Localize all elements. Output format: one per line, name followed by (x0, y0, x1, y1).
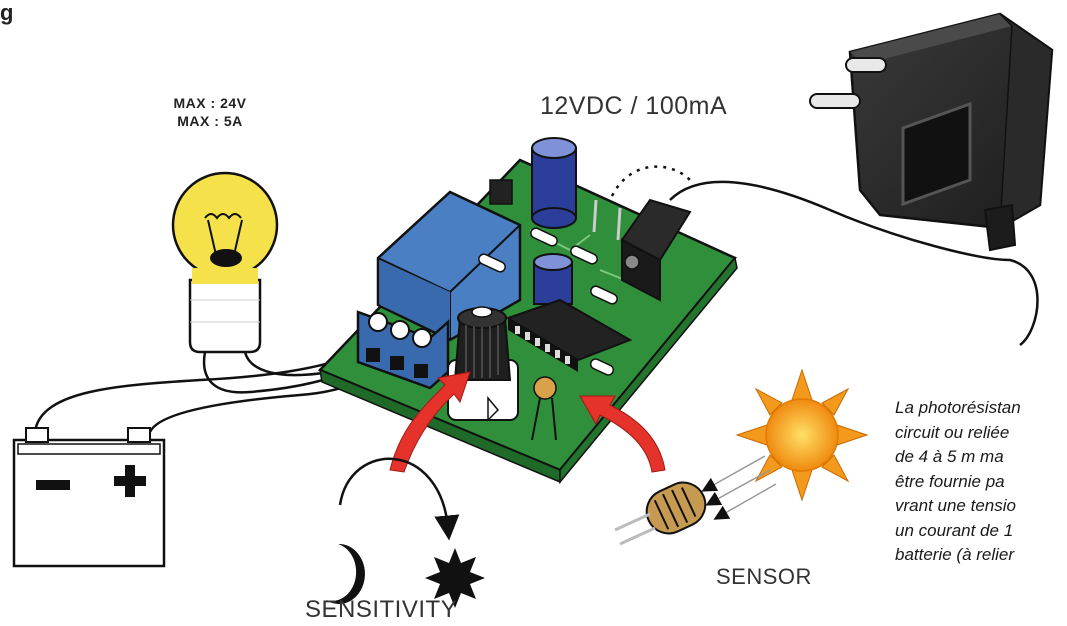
caption-text: La photorésistan circuit ou reliée de 4 … (895, 396, 1067, 568)
battery (14, 428, 164, 566)
lamp-spec-label: MAX : 24V MAX : 5A (155, 94, 265, 130)
caption-line: être fournie pa (895, 470, 1067, 495)
moon-icon (326, 544, 365, 604)
minus-sign-icon (36, 480, 70, 490)
lamp-max-current: MAX : 5A (155, 112, 265, 130)
corner-fragment-text: g (0, 0, 13, 26)
power-adapter-icon (810, 14, 1052, 250)
caption-line: vrant une tensio (895, 494, 1067, 519)
transistor (490, 180, 512, 204)
caption-line: un courant de 1 (895, 519, 1067, 544)
caption-line: de 4 à 5 m ma (895, 445, 1067, 470)
sensor-label: SENSOR (716, 564, 812, 590)
caption-line: batterie (à relier (895, 543, 1067, 568)
lamp-max-voltage: MAX : 24V (155, 94, 265, 112)
lamp-icon (173, 173, 277, 352)
power-spec-label: 12VDC / 100mA (540, 92, 727, 121)
capacitor (532, 138, 576, 228)
caption-line: La photorésistan (895, 396, 1067, 421)
caption-line: circuit ou reliée (895, 421, 1067, 446)
capacitor-small (534, 254, 572, 304)
sensitivity-label: SENSITIVITY (305, 596, 457, 624)
sensor-photoresistor-icon (615, 475, 712, 544)
sun-icon (737, 370, 867, 500)
